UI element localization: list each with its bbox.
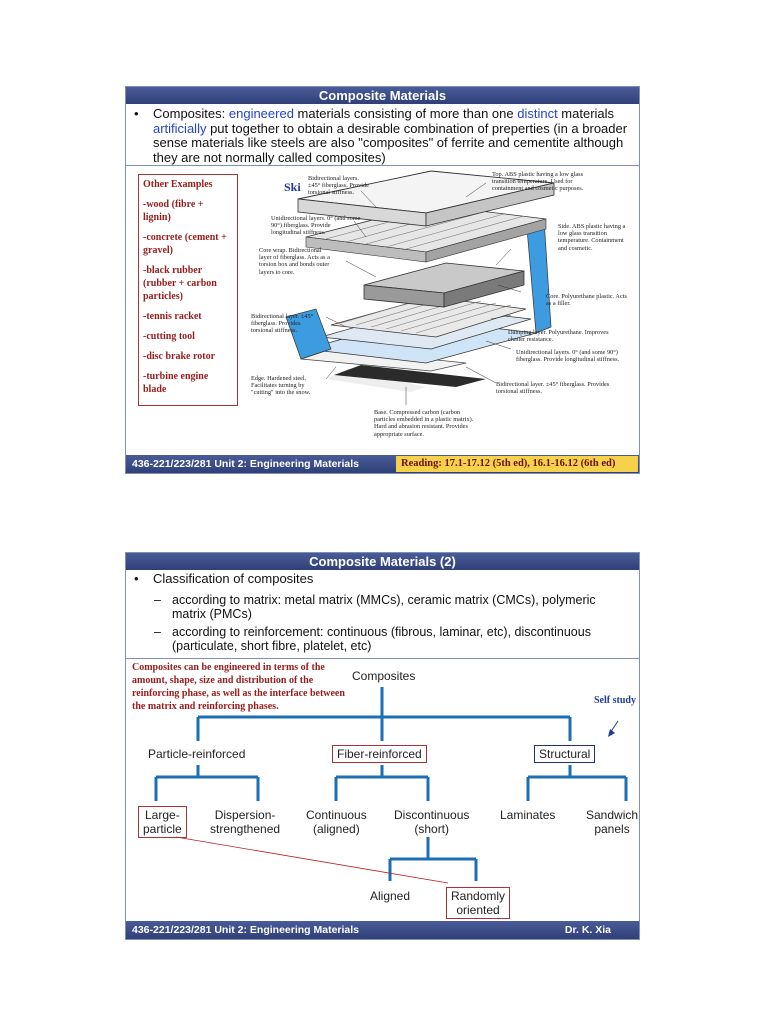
definition-text: Composites: engineered materials consist… [153, 106, 633, 165]
dash-marker: – [154, 593, 161, 607]
examples-heading: Other Examples [143, 179, 213, 190]
example-item: -disc brake rotor [143, 351, 216, 362]
slide-footer: 436-221/223/281 Unit 2: Engineering Mate… [126, 455, 639, 473]
node-randomly-oriented: Randomly oriented [446, 887, 511, 919]
reading-reference: Reading: 17.1-17.12 (5th ed), 16.1-16.12… [396, 456, 638, 472]
slide-title: Composite Materials (2) [126, 553, 639, 570]
example-item: -concrete (cement + gravel) [143, 232, 227, 256]
course-label: 436-221/223/281 Unit 2: Engineering Mate… [132, 924, 360, 936]
ski-layers-illustration [285, 170, 555, 405]
reinforcement-classification: according to reinforcement: continuous (… [172, 625, 591, 653]
node-large-particle: Large- particle [138, 806, 187, 838]
example-item: -black rubber (rubber + carbon particles… [143, 265, 217, 302]
definition-part: materials consisting of more than one [293, 106, 518, 121]
classification-heading: Classification of composites [153, 571, 314, 586]
ski-label: Ski [284, 180, 301, 194]
definition-part: materials [557, 106, 615, 121]
annotation-damping-layer: Damping layer. Polyurethane. Improves ch… [508, 329, 609, 344]
slide-footer: 436-221/223/281 Unit 2: Engineering Mate… [126, 921, 639, 939]
node-discontinuous: Discontinuous (short) [394, 808, 470, 836]
dash-marker: – [154, 625, 161, 639]
slide-composite-materials-2: Composite Materials (2) • Classification… [125, 552, 640, 940]
annotation-bidirectional-layers: Bidirectional layers. ±45° fiberglass. P… [308, 175, 369, 197]
bullet-marker: • [134, 106, 139, 121]
node-composites: Composites [352, 669, 416, 683]
node-sandwich-panels: Sandwich panels [586, 808, 639, 836]
node-particle-reinforced: Particle-reinforced [148, 747, 246, 761]
annotation-top: Top. ABS plastic having a low glass tran… [492, 171, 584, 193]
annotation-edge: Edge. Hardened steel. Facilitates turnin… [251, 375, 311, 397]
annotation-core: Core. Polyurethane plastic. Acts as a fi… [546, 293, 627, 308]
annotation-base: Base. Compressed carbon (carbon particle… [374, 409, 474, 438]
definition-part: Composites: [153, 106, 229, 121]
node-dispersion-strengthened: Dispersion- strengthened [210, 808, 281, 836]
example-item: -cutting tool [143, 331, 195, 342]
annotation-bidirectional-lower: Bidirectional layer. ±45° fiberglass. Pr… [496, 381, 610, 396]
keyword-artificially: artificially [153, 120, 207, 136]
definition-part: put together to obtain a desirable combi… [153, 120, 628, 165]
example-item: -tennis racket [143, 311, 202, 322]
node-fiber-reinforced: Fiber-reinforced [332, 745, 427, 763]
classification-tree-lines [154, 687, 628, 884]
annotation-unidirectional-layers: Unidirectional layers. 0° (and some 90°)… [271, 215, 361, 237]
keyword-engineered: engineered [228, 106, 294, 121]
slide-title: Composite Materials [126, 87, 639, 104]
annotation-side: Side. ABS plastic having a low glass tra… [558, 223, 626, 252]
annotation-unidirectional-lower: Unidirectional layers. 0° (and some 90°)… [516, 349, 620, 364]
bullet-marker: • [134, 571, 139, 586]
course-label: 436-221/223/281 Unit 2: Engineering Mate… [132, 458, 360, 470]
example-item: -wood (fibre + lignin) [143, 199, 204, 223]
annotation-core-wrap: Core wrap. Bidirectional layer of fiberg… [259, 247, 330, 276]
matrix-classification: according to matrix: metal matrix (MMCs)… [172, 593, 596, 621]
engineered-note: Composites can be engineered in terms of… [132, 662, 345, 712]
annotation-bidirectional-layer: Bidirectional layer. ±45° fiberglass. Pr… [251, 313, 314, 335]
node-aligned: Aligned [370, 889, 411, 903]
self-study-label: Self study [594, 695, 636, 706]
example-item: -turbine engine blade [143, 371, 209, 395]
node-structural: Structural [534, 745, 596, 763]
other-examples-box: Other Examples -wood (fibre + lignin) -c… [138, 174, 238, 406]
classification-area: • Classification of composites – accordi… [126, 570, 639, 659]
keyword-distinct: distinct [517, 106, 558, 121]
node-laminates: Laminates [500, 808, 556, 822]
definition-area: • Composites: engineered materials consi… [126, 104, 639, 166]
author-label: Dr. K. Xia [564, 924, 611, 936]
slide-composite-materials: Composite Materials • Composites: engine… [125, 86, 640, 474]
node-continuous: Continuous (aligned) [306, 808, 367, 836]
